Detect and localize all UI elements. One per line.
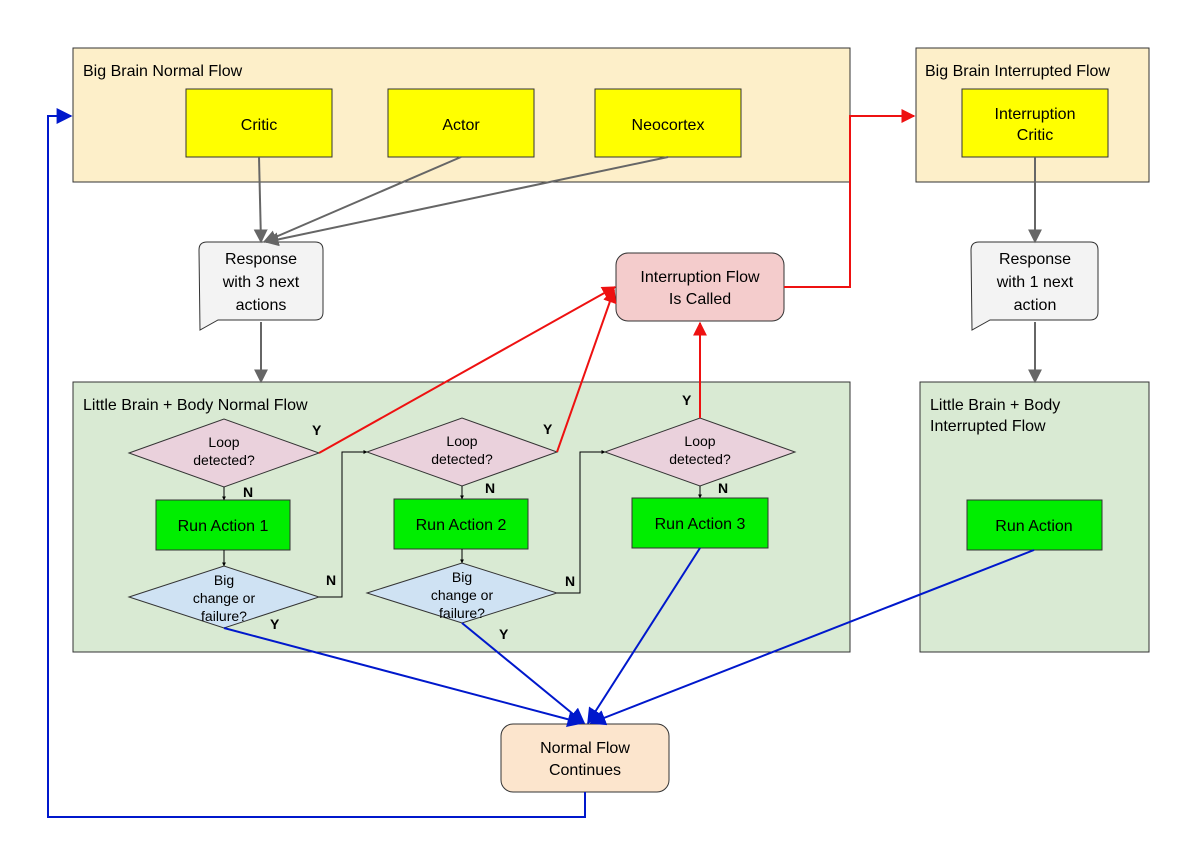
response-line: action bbox=[1014, 297, 1057, 314]
change-label: Big bbox=[214, 572, 234, 588]
no-label: N bbox=[485, 480, 495, 496]
interrupted-action-done-arrow bbox=[589, 549, 1035, 726]
change-label: change or bbox=[193, 590, 256, 606]
run-action-3-box: Run Action 3 bbox=[631, 497, 769, 549]
check2-yes-arrow bbox=[461, 622, 586, 725]
interruption-called-label: Interruption Flow bbox=[640, 269, 760, 286]
loop-label: Loop bbox=[446, 433, 477, 449]
critic-to-response-arrow bbox=[253, 156, 268, 244]
yes-label: Y bbox=[499, 626, 509, 642]
normal-continues-label: Normal Flow bbox=[540, 740, 630, 757]
change-check-2: Big change or failure? bbox=[365, 562, 559, 624]
loop2-yes-arrow bbox=[556, 288, 617, 453]
yes-label: Y bbox=[270, 616, 280, 632]
check1-no-arrow bbox=[319, 450, 368, 598]
response-line: with 1 next bbox=[996, 274, 1074, 291]
no-label: N bbox=[565, 573, 575, 589]
yes-label: Y bbox=[312, 422, 322, 438]
response-line: Response bbox=[999, 251, 1071, 268]
response-line: actions bbox=[236, 297, 287, 314]
panel-big-brain-interrupted: Big Brain Interrupted Flow bbox=[915, 47, 1150, 183]
loop-label: detected? bbox=[431, 451, 493, 467]
panel-title-line: Interrupted Flow bbox=[930, 418, 1046, 435]
response-line: Response bbox=[225, 251, 297, 268]
panel-title: Big Brain Interrupted Flow bbox=[925, 63, 1110, 80]
action-label: Run Action 1 bbox=[178, 518, 269, 535]
neocortex-box: Neocortex bbox=[594, 88, 742, 158]
action3-done-arrow bbox=[587, 547, 701, 725]
loop-label: detected? bbox=[669, 451, 731, 467]
check2-no-arrow bbox=[557, 450, 606, 594]
interruption-critic-label: Interruption bbox=[995, 106, 1076, 123]
normal-continues-label: Continues bbox=[549, 762, 621, 779]
interruption-to-big-brain-arrow bbox=[784, 109, 916, 288]
loop-check-3: Loop detected? bbox=[603, 417, 797, 487]
normal-continues-box: Normal Flow Continues bbox=[500, 723, 670, 793]
interruption-critic-box: Interruption Critic bbox=[961, 88, 1109, 158]
yes-label: Y bbox=[682, 392, 692, 408]
no-label: N bbox=[243, 484, 253, 500]
response-callout-one: Response with 1 next action bbox=[970, 241, 1099, 331]
run-action-1-box: Run Action 1 bbox=[155, 499, 291, 551]
no-label: N bbox=[718, 480, 728, 496]
action-label: Run Action bbox=[995, 518, 1072, 535]
change-label: change or bbox=[431, 587, 494, 603]
panel-title: Big Brain Normal Flow bbox=[83, 63, 243, 80]
loop-label: Loop bbox=[684, 433, 715, 449]
neocortex-label: Neocortex bbox=[632, 117, 705, 134]
interruption-critic-label: Critic bbox=[1017, 127, 1053, 144]
critic-box: Critic bbox=[185, 88, 333, 158]
actor-box: Actor bbox=[387, 88, 535, 158]
loop1-yes-arrow bbox=[318, 286, 617, 454]
response-line: with 3 next bbox=[222, 274, 300, 291]
critic-label: Critic bbox=[241, 117, 277, 134]
panel-title-line: Little Brain + Body bbox=[930, 397, 1060, 414]
run-action-interrupted-box: Run Action bbox=[966, 499, 1103, 551]
actor-label: Actor bbox=[442, 117, 480, 134]
change-check-1: Big change or failure? bbox=[127, 565, 321, 629]
check1-yes-arrow bbox=[223, 627, 584, 728]
run-action-2-box: Run Action 2 bbox=[393, 498, 529, 550]
no-label: N bbox=[326, 572, 336, 588]
neocortex-to-response-arrow bbox=[264, 156, 669, 247]
loop-label: Loop bbox=[208, 434, 239, 450]
loop-label: detected? bbox=[193, 452, 255, 468]
change-label: Big bbox=[452, 569, 472, 585]
action-label: Run Action 2 bbox=[416, 517, 507, 534]
change-label: failure? bbox=[201, 608, 247, 624]
loop-back-arrow bbox=[47, 108, 586, 818]
yes-label: Y bbox=[543, 421, 553, 437]
action-label: Run Action 3 bbox=[655, 516, 746, 533]
interruption-called-box: Interruption Flow Is Called bbox=[615, 252, 785, 322]
interruption-called-label: Is Called bbox=[669, 291, 731, 308]
change-label: failure? bbox=[439, 605, 485, 621]
panel-title: Little Brain + Body Normal Flow bbox=[83, 397, 308, 414]
response-callout-three: Response with 3 next actions bbox=[198, 241, 324, 331]
actor-to-response-arrow bbox=[262, 156, 462, 244]
